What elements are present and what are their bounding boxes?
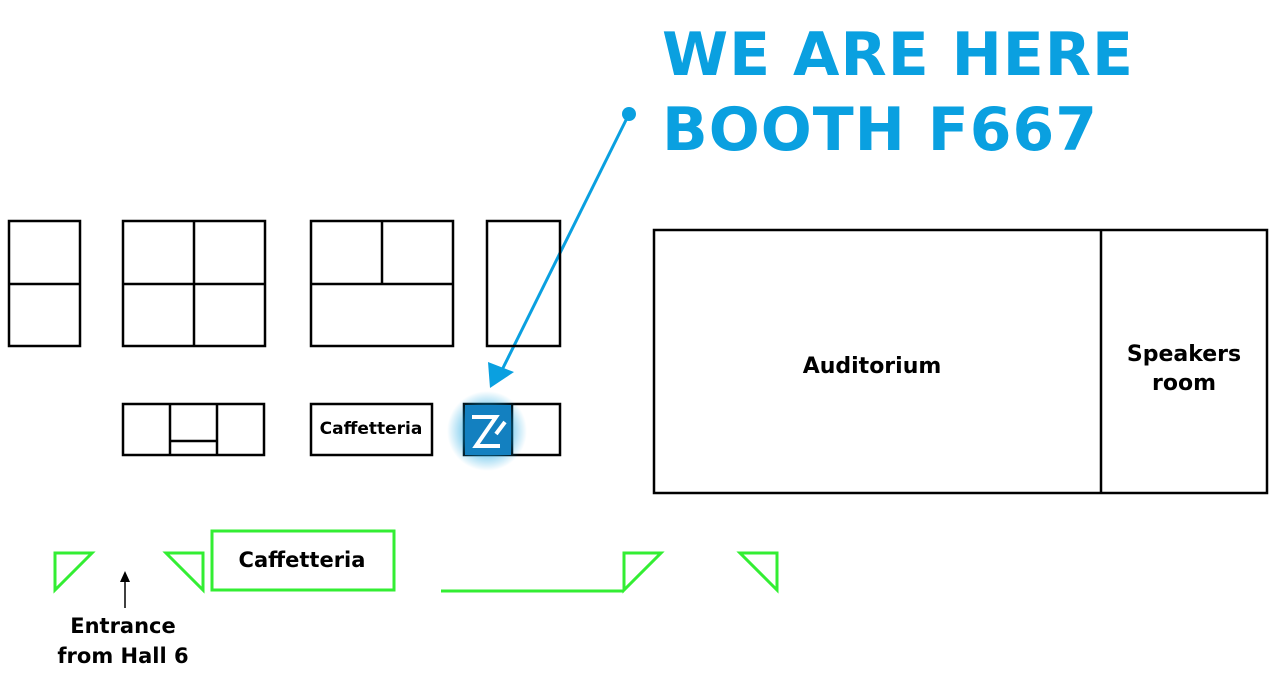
exterior-walls (53, 529, 779, 594)
company-logo-icon (472, 415, 507, 448)
booth-block-3 (309, 219, 455, 348)
pointer-arrow-icon (488, 107, 636, 388)
entrance-label-line-1: Entrance (70, 614, 176, 638)
speakers-room-label-line-1: Speakers (1127, 342, 1241, 367)
cafeteria-inner-box (309, 402, 434, 457)
speakers-room-label-line-2: room (1152, 371, 1216, 396)
auditorium-block (652, 228, 1269, 495)
up-arrow-icon (120, 571, 130, 608)
booth-block-2 (121, 219, 267, 348)
cafeteria-outer-box (210, 529, 396, 592)
cafeteria-outer-label: Caffetteria (239, 548, 366, 572)
entrance-label-line-2: from Hall 6 (57, 644, 188, 668)
auditorium-label: Auditorium (803, 354, 942, 379)
booth-highlight (447, 391, 527, 471)
cafeteria-inner-label: Caffetteria (320, 419, 423, 439)
booth-block-1 (7, 219, 82, 348)
booth-block-4 (485, 219, 562, 348)
booth-block-lower-a (121, 402, 266, 457)
callout-line-2: BOOTH F667 (662, 95, 1098, 165)
callout-line-1: WE ARE HERE (662, 20, 1134, 90)
